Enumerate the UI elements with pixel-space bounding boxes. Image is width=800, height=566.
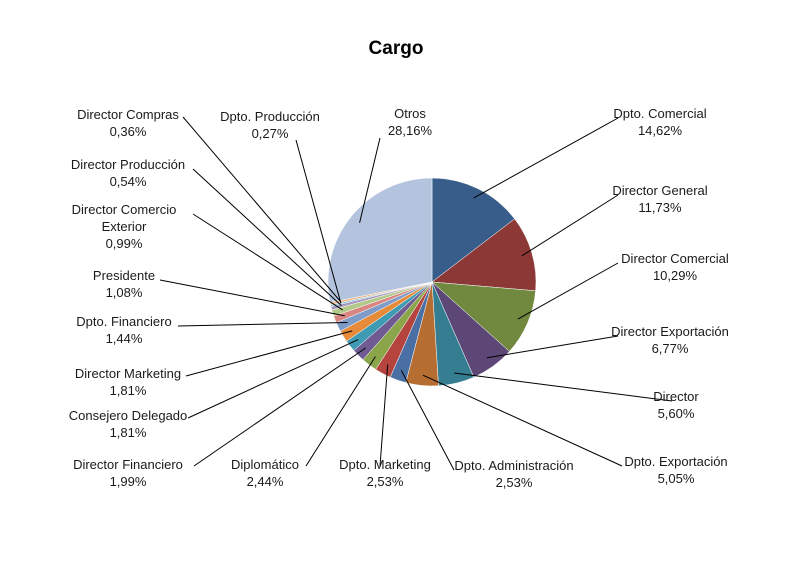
data-label-value: 1,81% [110,383,147,398]
data-label-value: 1,44% [106,331,143,346]
data-label-value: 28,16% [388,123,433,138]
leader-line-consejero-delegado [187,339,359,419]
leader-line-director-marketing [185,330,353,377]
data-label-value: 0,36% [110,124,147,139]
leader-line-dpto-marketing [379,364,389,467]
data-label-value: 0,99% [106,236,143,251]
data-label-value: 0,54% [110,174,147,189]
leader-line-director-compras [182,116,341,302]
data-label-value: 11,73% [638,200,682,215]
data-label-value: 2,53% [367,474,404,489]
data-label-value: 14,62% [638,123,683,138]
leader-line-diplomatico [305,356,376,467]
chart-title: Cargo [369,38,424,59]
leader-line-presidente [159,279,345,317]
leader-line-dpto-financiero [177,322,348,327]
leader-line-director [454,372,673,402]
pie-slices [327,177,537,387]
leader-line-otros [359,137,381,223]
leader-line-dpto-exportacion [422,374,623,467]
data-label-value: 5,60% [658,406,695,421]
data-label-value: 2,53% [496,475,533,490]
leader-line-director-comercial [517,262,619,320]
leader-line-director-financiero [193,347,366,467]
data-label-value: 0,27% [252,126,289,141]
leader-line-director-produccion [192,168,342,306]
data-label-value: 1,81% [110,425,147,440]
pie-slice-otros [327,177,433,303]
leader-lines [159,116,673,471]
pie-slice-director-general [431,218,537,292]
data-label-value: 10,29% [653,268,698,283]
leader-line-director-comercio-exterior [192,213,343,311]
leader-line-director-general [521,194,619,257]
leader-line-dpto-produccion [295,139,342,304]
data-label-value: 1,99% [110,474,147,489]
data-label-value: 1,08% [106,285,143,300]
leader-line-dpto-administracion [400,370,455,471]
leader-line-director-exportacion [486,335,619,359]
pie-slice-dpto-comercial [431,177,516,283]
data-label-value: 6,77% [652,341,689,356]
data-label-value: 5,05% [658,471,695,486]
data-label-value: 2,44% [247,474,284,489]
leader-line-dpto-comercial [473,117,619,199]
